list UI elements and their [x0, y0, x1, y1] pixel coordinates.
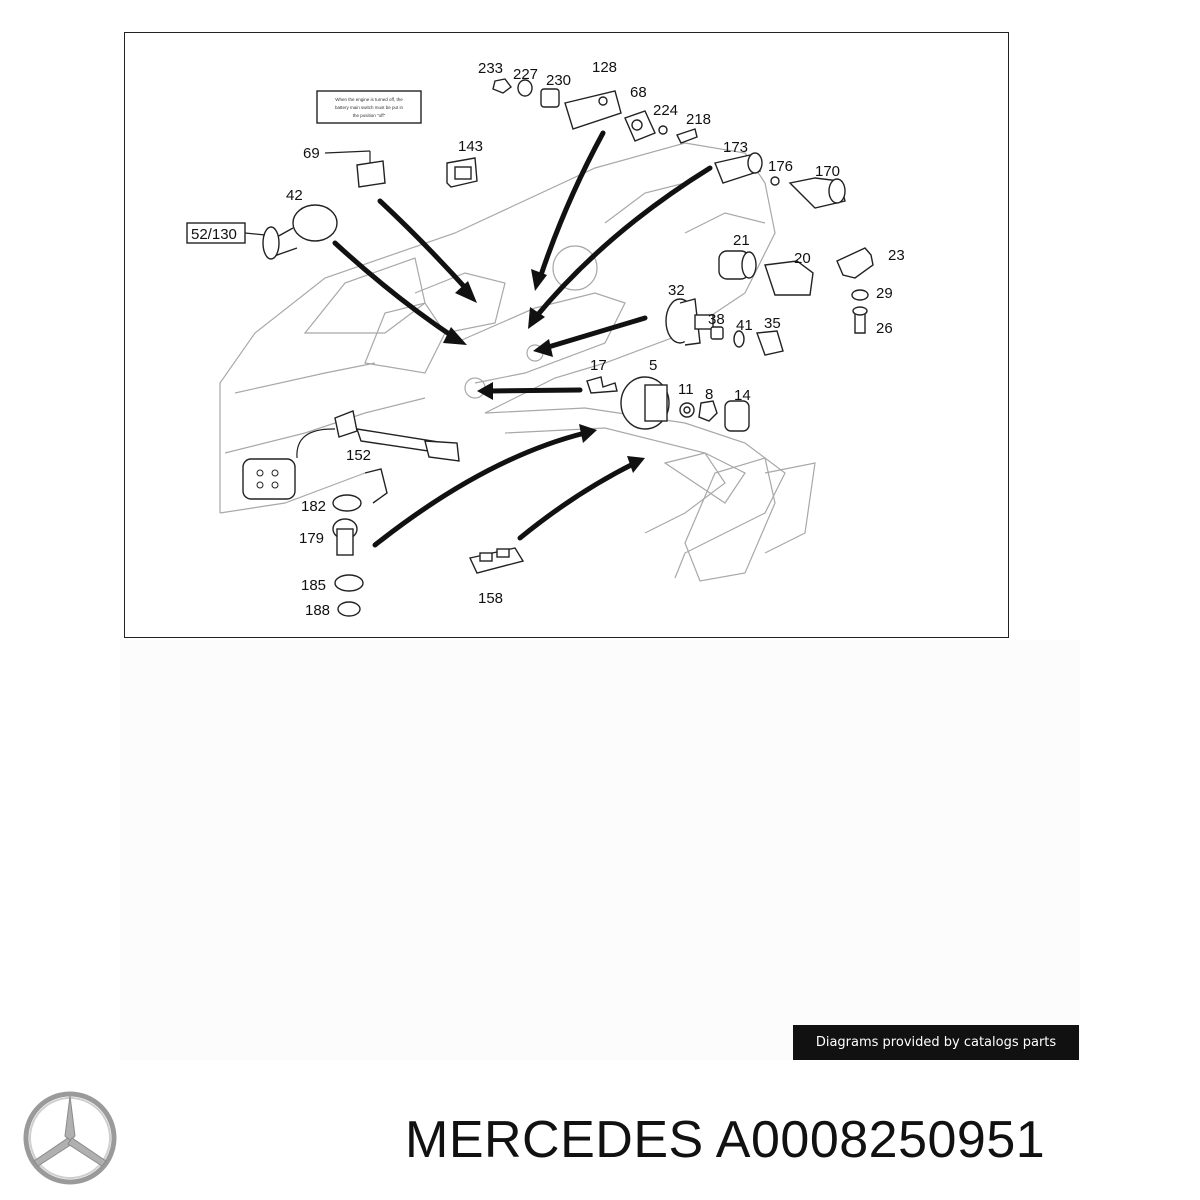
label-158: 158	[478, 590, 503, 607]
label-173: 173	[723, 139, 748, 156]
svg-text:When the engine is turned off,: When the engine is turned off, the	[335, 97, 403, 102]
part-number: A0008250951	[715, 1111, 1046, 1169]
label-17: 17	[590, 357, 607, 374]
label-32: 32	[668, 282, 685, 299]
label-69: 69	[303, 145, 320, 162]
label-176: 176	[768, 158, 793, 175]
credit-badge: Diagrams provided by catalogs parts	[793, 1025, 1079, 1060]
label-41: 41	[736, 317, 753, 334]
label-218: 218	[686, 111, 711, 128]
label-224: 224	[653, 102, 678, 119]
label-68: 68	[630, 84, 647, 101]
label-227: 227	[513, 66, 538, 83]
brand-part-number: MERCEDES A0008250951	[405, 1110, 1045, 1170]
parts-diagram: When the engine is turned off, the batte…	[124, 32, 1009, 638]
background-panel	[120, 640, 1080, 1060]
label-143: 143	[458, 138, 483, 155]
label-52-130: 52/130	[191, 226, 237, 243]
component-parts: When the engine is turned off, the batte…	[186, 78, 874, 617]
label-26: 26	[876, 320, 893, 337]
callout-labels: 233 227 230 128 68 224 218 173 176 170 6…	[191, 59, 905, 619]
brand-name: MERCEDES	[405, 1111, 704, 1169]
label-182: 182	[301, 498, 326, 515]
label-230: 230	[546, 72, 571, 89]
exploded-view-drawing: When the engine is turned off, the batte…	[186, 59, 905, 619]
label-14: 14	[734, 387, 751, 404]
label-38: 38	[708, 311, 725, 328]
dashboard-outline	[219, 142, 816, 582]
label-152: 152	[346, 447, 371, 464]
svg-text:battery main switch must be pu: battery main switch must be put in	[335, 105, 404, 110]
label-21: 21	[733, 232, 750, 249]
label-20: 20	[794, 250, 811, 267]
label-11: 11	[678, 381, 694, 398]
mercedes-star-logo-icon	[23, 1091, 117, 1185]
label-170: 170	[815, 163, 840, 180]
svg-text:the position "off": the position "off"	[353, 113, 386, 118]
label-188: 188	[305, 602, 330, 619]
label-179: 179	[299, 530, 324, 547]
label-29: 29	[876, 285, 893, 302]
label-23: 23	[888, 247, 905, 264]
pointer-arrows	[332, 130, 713, 548]
label-185: 185	[301, 577, 326, 594]
label-8: 8	[705, 386, 713, 403]
label-5: 5	[649, 357, 657, 374]
label-128: 128	[592, 59, 617, 76]
label-35: 35	[764, 315, 781, 332]
label-42: 42	[286, 187, 303, 204]
label-233: 233	[478, 60, 503, 77]
